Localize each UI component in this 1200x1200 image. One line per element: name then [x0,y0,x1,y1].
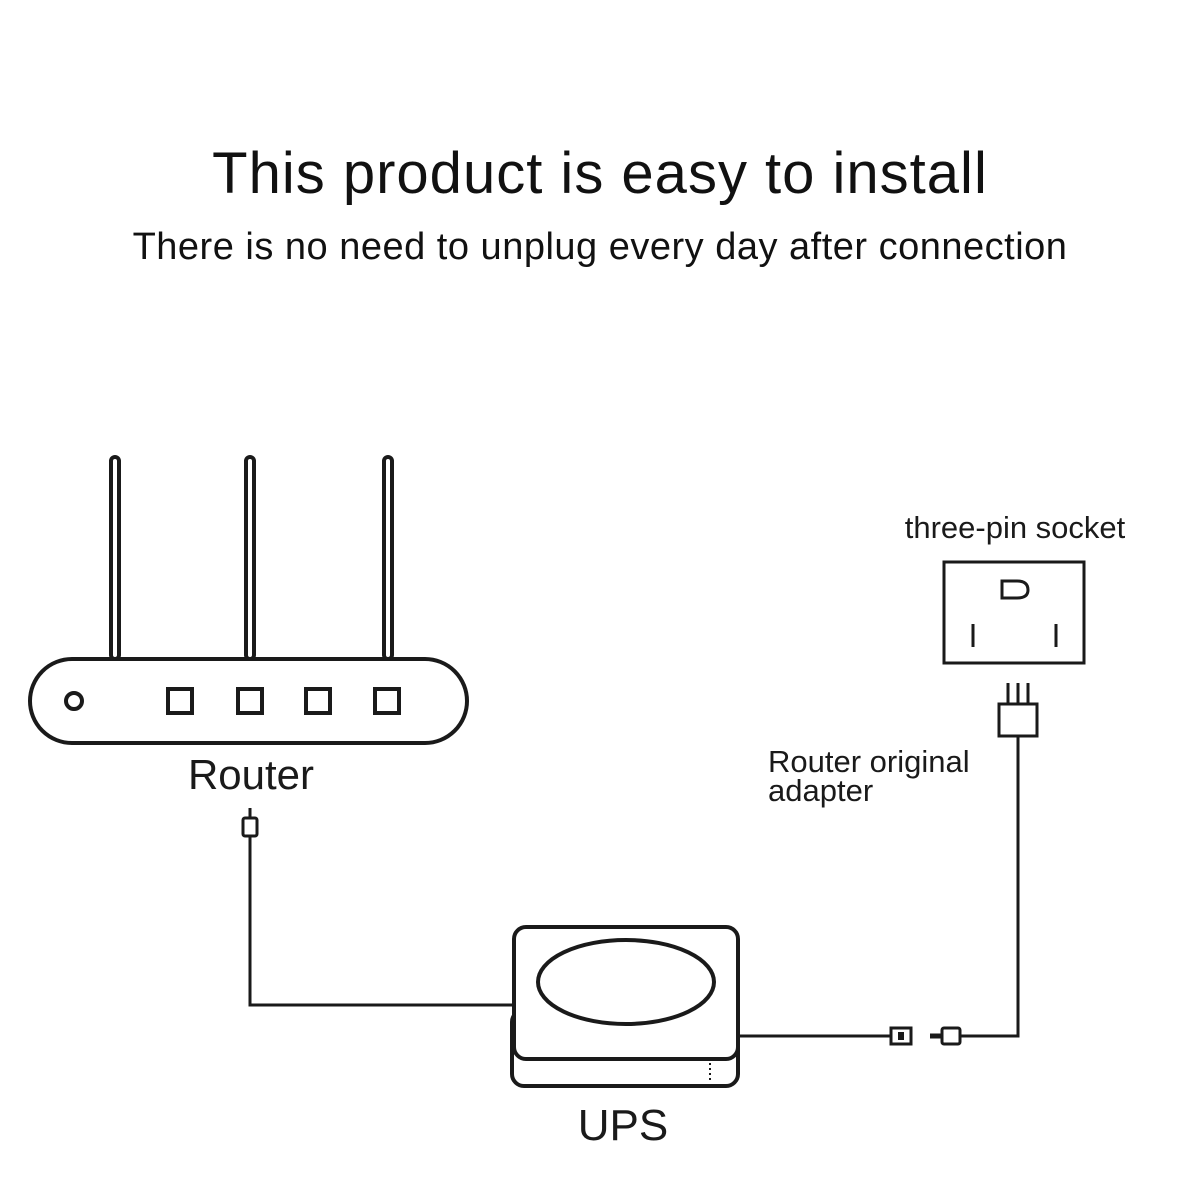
dc-plug-icon [241,808,259,838]
router-icon [28,455,469,745]
router-power-light [64,691,84,711]
router-port [236,687,264,715]
router-port [373,687,401,715]
ups-label: UPS [578,1101,668,1150]
socket-plate [942,560,1086,665]
page-subtitle: There is no need to unplug every day aft… [132,226,1068,268]
router-label: Router [188,751,314,798]
three-pin-plug-icon [997,683,1039,738]
socket-earth-hole [1000,579,1030,600]
ups-top [512,925,740,1061]
adapter-cable [960,736,1020,1038]
three-pin-socket-icon [942,560,1086,665]
adapter-label-line1: Router original [768,744,970,779]
antenna-middle [244,455,256,661]
adapter-label-line2: adapter [768,773,873,808]
antenna-left [109,455,121,661]
router-port [166,687,194,715]
male-connector [940,1026,962,1046]
ups-top-ellipse [536,938,716,1026]
socket-label: three-pin socket [905,510,1126,545]
ups-icon [510,925,740,1088]
antenna-right [382,455,394,661]
router-ups-cable [248,836,516,1007]
router-body [28,657,469,745]
barrel-connector-icon [889,1026,962,1046]
page-title: This product is easy to install [212,141,988,206]
router-port [304,687,332,715]
